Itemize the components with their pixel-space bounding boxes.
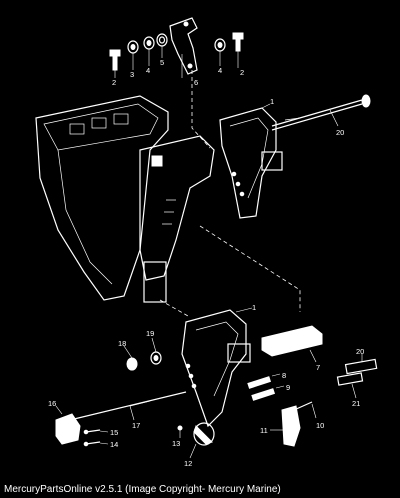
through-tube-part-20-upper[interactable] — [271, 94, 371, 131]
clamp-bracket-part-1-lower[interactable] — [181, 309, 251, 428]
swivel-mount-block[interactable] — [139, 135, 215, 303]
leader-lines — [55, 46, 363, 459]
swivel-bracket-part-1-upper[interactable] — [219, 107, 283, 219]
pad-part-7[interactable] — [261, 325, 323, 357]
pin-part-10[interactable] — [293, 401, 313, 411]
nut-part-18[interactable] — [126, 357, 138, 371]
callout-7: 7 — [316, 363, 320, 372]
callout-9: 9 — [286, 383, 290, 392]
pin-part-8[interactable] — [247, 376, 272, 389]
decal-part-21[interactable] — [336, 372, 364, 386]
callout-6: 6 — [194, 78, 198, 87]
rod-part-17[interactable] — [69, 391, 187, 421]
callout-8: 8 — [282, 371, 286, 380]
callout-21: 21 — [352, 399, 360, 408]
nut-part-4-right[interactable] — [214, 38, 226, 52]
screw-part-14[interactable] — [83, 441, 101, 447]
callout-1-upper: 1 — [270, 97, 274, 106]
assembly-line-lower — [159, 299, 189, 317]
screw-part-15[interactable] — [83, 429, 101, 435]
exploded-parts-diagram: 2 3 4 5 6 4 2 1 20 1 19 18 7 8 9 20 21 1… — [35, 17, 378, 468]
callout-15: 15 — [110, 428, 118, 437]
bolt-part-2-right[interactable] — [232, 32, 244, 52]
washer-part-5[interactable] — [156, 33, 168, 47]
callout-2-right: 2 — [240, 68, 244, 77]
washer-part-3[interactable] — [127, 40, 139, 54]
bolt-part-2-left[interactable] — [109, 49, 121, 71]
callout-14: 14 — [110, 440, 118, 449]
washer-part-19[interactable] — [150, 351, 162, 365]
assembly-line-middle — [199, 225, 301, 312]
assembly-line-upper — [191, 70, 211, 149]
copyright-caption: MercuryPartsOnline v2.5.1 (Image Copyrig… — [4, 484, 281, 495]
callout-4-right: 4 — [218, 66, 222, 75]
lever-part-11[interactable] — [281, 405, 301, 447]
drive-shaft-housing[interactable] — [35, 95, 169, 301]
callout-10: 10 — [316, 421, 324, 430]
callout-19: 19 — [146, 329, 154, 338]
callout-17: 17 — [132, 421, 140, 430]
callout-11: 11 — [260, 426, 268, 435]
callout-20-lower: 20 — [356, 347, 364, 356]
knob-part-12[interactable] — [193, 422, 215, 446]
callout-2-left: 2 — [112, 78, 116, 87]
callout-labels: 2 3 4 5 6 4 2 1 20 1 19 18 7 8 9 20 21 1… — [48, 58, 364, 468]
callout-4-left: 4 — [146, 66, 150, 75]
callout-16: 16 — [48, 399, 56, 408]
callout-5: 5 — [160, 58, 164, 67]
bolt-part-13[interactable] — [177, 425, 183, 431]
decal-part-20-right[interactable] — [344, 358, 378, 375]
callout-12: 12 — [184, 459, 192, 468]
callout-1-lower: 1 — [252, 303, 256, 312]
callout-18: 18 — [118, 339, 126, 348]
callout-13: 13 — [172, 439, 180, 448]
spring-part-9[interactable] — [251, 388, 276, 401]
nut-part-4-left[interactable] — [143, 36, 155, 50]
callout-3: 3 — [130, 70, 134, 79]
steering-link-part-6[interactable] — [169, 17, 198, 75]
block-part-16[interactable] — [55, 413, 81, 445]
callout-20-upper: 20 — [336, 128, 344, 137]
